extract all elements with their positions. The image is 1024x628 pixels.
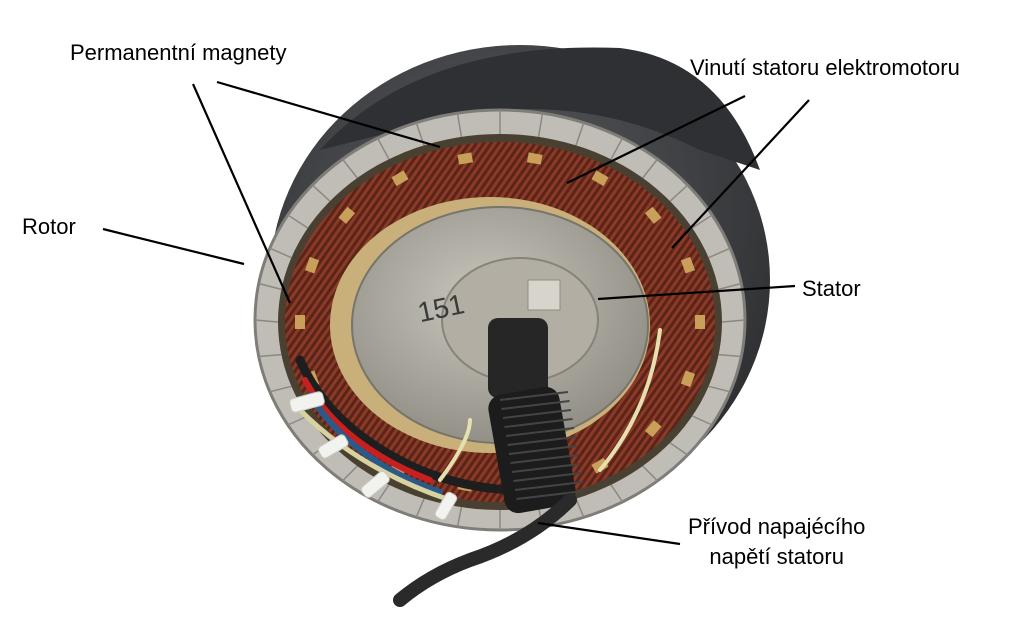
coil-tie bbox=[295, 315, 305, 329]
magnet-segment-divider bbox=[669, 442, 689, 456]
magnet-segment-divider bbox=[642, 465, 659, 482]
axle-thread bbox=[510, 454, 579, 464]
magnet-segment-divider bbox=[642, 158, 659, 179]
label-stator-winding: Vinutí statoru elektromotoru bbox=[690, 55, 960, 80]
label-supply: Přívod napajécího napětí statoru bbox=[688, 514, 865, 570]
axle-thread bbox=[505, 427, 575, 437]
leader-stator bbox=[597, 284, 796, 301]
label-permanent-magnets: Permanentní magnety bbox=[70, 40, 287, 65]
coil-tie bbox=[457, 152, 474, 165]
axle-thread bbox=[513, 472, 582, 482]
magnet-segment-divider bbox=[691, 214, 713, 229]
magnet-segment-divider bbox=[258, 353, 282, 358]
magnet-segment-divider bbox=[721, 319, 746, 323]
axle-thread bbox=[499, 391, 569, 401]
magnet-segment-divider bbox=[269, 385, 292, 393]
magnet-segment-divider bbox=[610, 137, 624, 160]
leader-winding-b bbox=[671, 99, 810, 249]
magnet-segment-divider bbox=[254, 319, 279, 323]
magnet-segment-divider bbox=[269, 247, 292, 259]
axle-thread bbox=[504, 418, 573, 428]
coil-tie bbox=[695, 315, 705, 329]
label-supply-line1: Přívod napajécího bbox=[688, 514, 866, 539]
leader-magnets-a bbox=[216, 80, 441, 149]
magnet-segment-divider bbox=[456, 113, 463, 137]
axle-thread bbox=[516, 490, 585, 500]
magnet-segment-divider bbox=[718, 353, 742, 358]
magnet-segment-divider bbox=[691, 415, 713, 426]
coil-tie bbox=[680, 370, 696, 388]
cable-ties bbox=[289, 391, 458, 521]
motor-photo: 151 bbox=[253, 45, 770, 607]
magnet-segment-divider bbox=[258, 282, 282, 291]
label-supply-line2: napětí statoru bbox=[709, 544, 844, 569]
axle-thread bbox=[508, 445, 578, 455]
leader-lines bbox=[102, 80, 810, 546]
axle bbox=[488, 279, 585, 514]
coil-tie bbox=[526, 152, 543, 165]
magnet-segment-divider bbox=[575, 498, 585, 518]
magnet-segment-divider bbox=[537, 113, 544, 137]
magnet-segment-divider bbox=[669, 184, 689, 202]
rotor-top-edge bbox=[320, 47, 760, 170]
coil-tie bbox=[304, 256, 320, 274]
coil-tie bbox=[644, 206, 662, 224]
magnet-segment-divider bbox=[610, 484, 624, 503]
axle-thread bbox=[502, 409, 572, 419]
magnet-segment-divider bbox=[415, 498, 425, 518]
magnet-segment-divider bbox=[376, 484, 390, 503]
label-rotor: Rotor bbox=[22, 214, 76, 239]
coil-tie bbox=[680, 256, 696, 274]
supply-cable bbox=[393, 493, 577, 607]
magnet-segment-divider bbox=[708, 247, 731, 259]
magnet-segment-divider bbox=[376, 137, 390, 160]
leader-rotor bbox=[102, 227, 245, 266]
coil-tie bbox=[391, 170, 409, 187]
magnet-segment-divider bbox=[575, 122, 585, 146]
magnet-segment-divider bbox=[287, 214, 309, 229]
magnet-segment-divider bbox=[718, 282, 742, 291]
axle-thread bbox=[501, 400, 570, 410]
coil-tie bbox=[338, 206, 356, 224]
axle-thread bbox=[514, 481, 584, 491]
coil-tie bbox=[591, 170, 609, 187]
magnet-segment-divider bbox=[341, 465, 358, 482]
label-stator: Stator bbox=[802, 276, 861, 301]
magnet-segment-divider bbox=[456, 506, 463, 527]
coil-tie bbox=[644, 420, 662, 438]
leader-supply bbox=[537, 521, 681, 546]
magnet-segment-divider bbox=[311, 184, 331, 202]
leader-winding-a bbox=[566, 95, 746, 184]
magnet-segment-divider bbox=[341, 158, 358, 179]
leader-magnets-b bbox=[191, 83, 292, 304]
magnet-segments bbox=[254, 110, 746, 530]
magnet-segment-divider bbox=[708, 385, 731, 393]
axle-thread bbox=[507, 436, 576, 446]
axle-thread bbox=[511, 463, 581, 473]
